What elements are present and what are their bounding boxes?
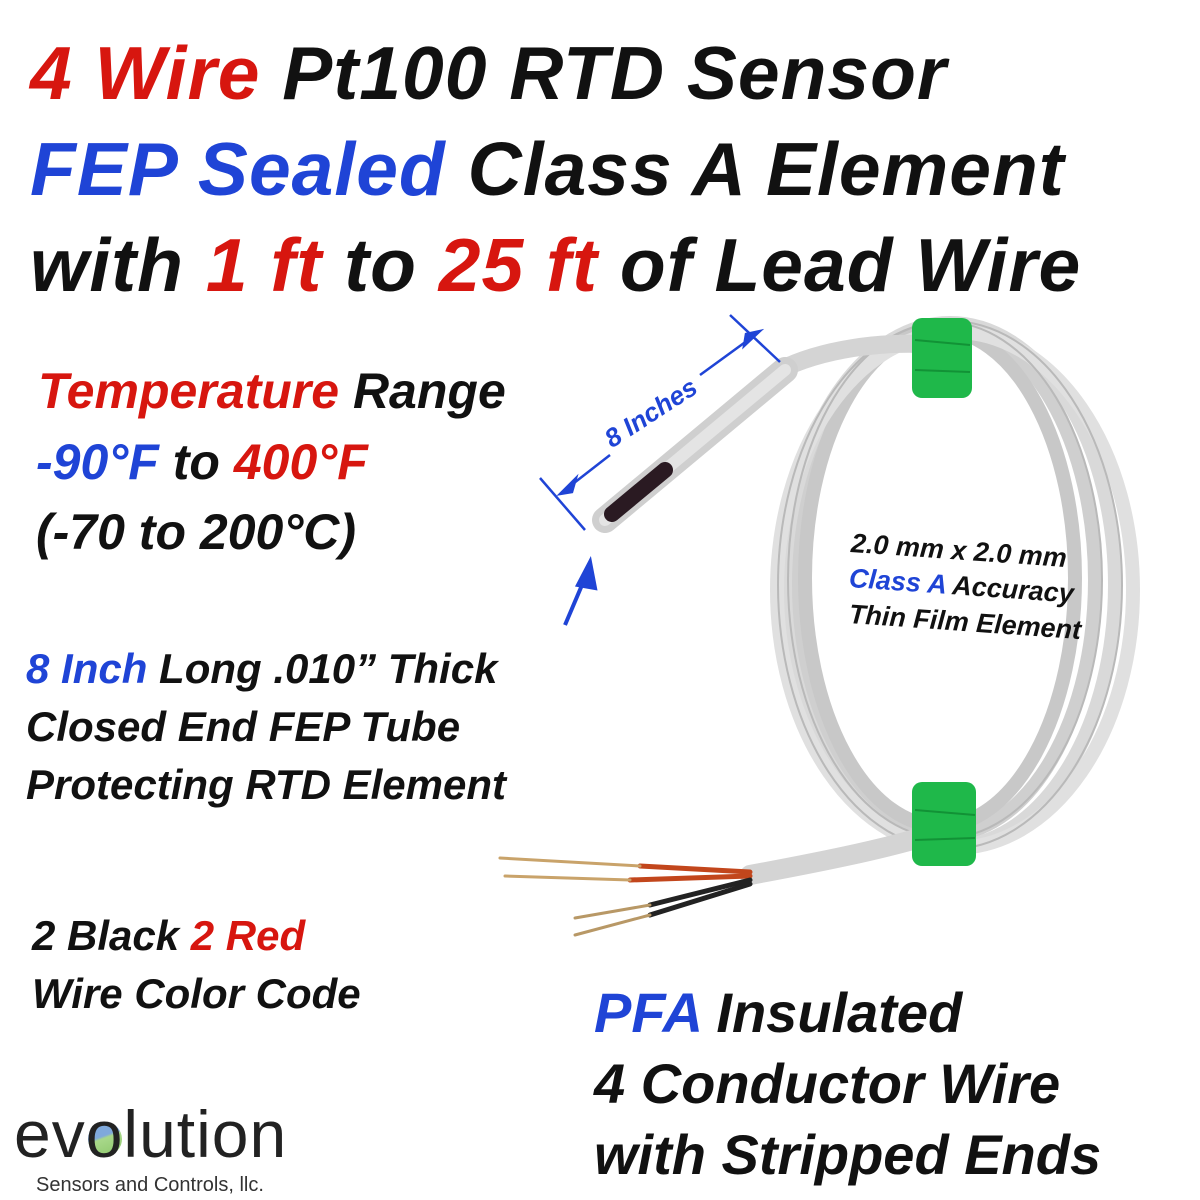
- wire-black: 2 Black: [32, 912, 180, 959]
- tube-thickness: Long .010” Thick: [159, 645, 498, 692]
- title-min-length: 1 ft: [205, 223, 323, 307]
- insulation-line-3: with Stripped Ends: [594, 1123, 1102, 1186]
- tube-line-1: 8 Inch Long .010” Thick: [26, 648, 497, 690]
- logo-tagline: Sensors and Controls, llc.: [36, 1174, 264, 1196]
- rtd-element: [604, 462, 673, 522]
- title-with: with: [30, 223, 184, 307]
- temperature-fahrenheit: -90°F to 400°F: [36, 437, 368, 487]
- globe-icon: [88, 1122, 122, 1156]
- insulation-line-1: PFA Insulated: [594, 985, 962, 1041]
- insulation-insulated: Insulated: [716, 981, 963, 1044]
- wire-red: 2 Red: [190, 912, 306, 959]
- temperature-celsius: (-70 to 200°C): [36, 504, 357, 560]
- temp-high: 400°F: [233, 434, 368, 490]
- title-lead-wire: of Lead Wire: [619, 223, 1082, 307]
- range-label: Range: [352, 363, 506, 419]
- temperature-heading: Temperature Range: [38, 366, 506, 416]
- insulation-line-2: 4 Conductor Wire: [594, 1052, 1061, 1115]
- tube-line-3: Protecting RTD Element: [26, 761, 506, 808]
- temp-to: to: [172, 434, 220, 490]
- stripped-conductors: [498, 856, 753, 937]
- lead-wire-tail: [740, 825, 940, 885]
- title-element-class: Class A Element: [467, 127, 1065, 211]
- temperature-label: Temperature: [38, 363, 340, 419]
- company-logo: evolution Sensors and Controls, llc.: [14, 1096, 287, 1197]
- title-max-length: 25 ft: [438, 223, 599, 307]
- dimension-marker: [539, 314, 781, 531]
- title-wire-count: 4 Wire: [30, 31, 261, 115]
- title-to: to: [344, 223, 417, 307]
- title-line-3: with 1 ft to 25 ft of Lead Wire: [30, 228, 1081, 303]
- wire-colors-line: 2 Black 2 Red: [32, 915, 305, 957]
- temp-low: -90°F: [36, 434, 159, 490]
- title-fep-sealed: FEP Sealed: [30, 127, 446, 211]
- tube-length: 8 Inch: [26, 645, 148, 692]
- logo-wordmark: evolution: [14, 1097, 288, 1171]
- title-sensor-type: Pt100 RTD Sensor: [282, 31, 948, 115]
- title-line-2: FEP Sealed Class A Element: [30, 132, 1065, 207]
- tube-line-2: Closed End FEP Tube: [26, 703, 461, 750]
- wire-color-code: Wire Color Code: [32, 970, 361, 1017]
- green-bands: [912, 318, 976, 866]
- insulation-pfa: PFA: [594, 981, 701, 1044]
- pointer-arrow: [563, 555, 598, 626]
- title-line-1: 4 Wire Pt100 RTD Sensor: [30, 36, 947, 111]
